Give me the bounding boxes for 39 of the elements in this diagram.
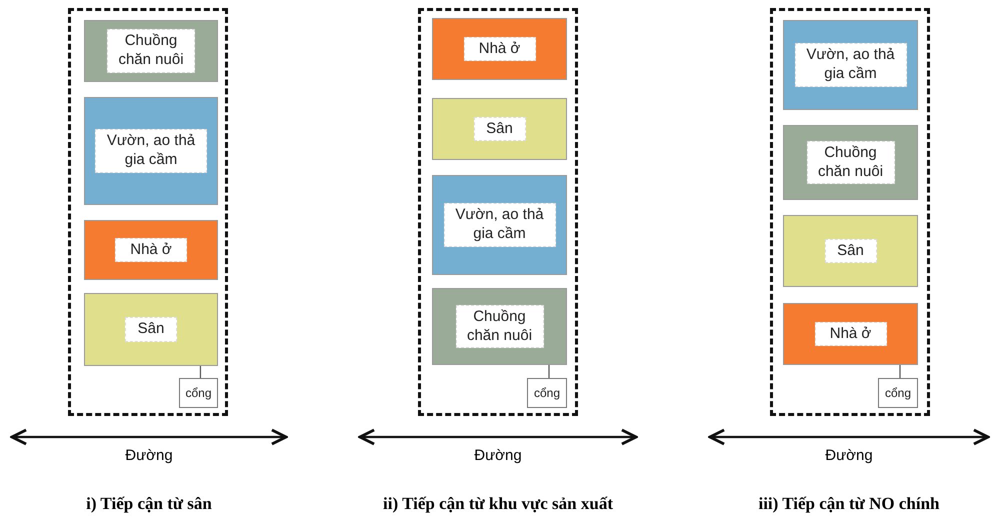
gate-connector [200, 366, 202, 378]
road-label: Đường [124, 447, 174, 464]
panel-caption: ii) Tiếp cận từ khu vực sản xuất [382, 494, 614, 514]
zone-label: Chuồng chăn nuôi [806, 140, 894, 184]
zone-box [84, 220, 218, 280]
gate-box: cổng [179, 378, 218, 408]
gate-box: cổng [527, 378, 567, 408]
lot-boundary [770, 8, 930, 416]
zone-box [432, 18, 567, 80]
zone-label: Chuồng chăn nuôi [456, 304, 544, 348]
zone-box [783, 215, 918, 287]
zone-box [84, 293, 218, 366]
zone-label: Sân [824, 238, 876, 264]
zone-box [84, 20, 218, 82]
road-label: Đường [824, 447, 874, 464]
gate-connector [548, 365, 550, 378]
gate-connector [899, 365, 901, 378]
zone-label: Sân [125, 317, 177, 342]
zone-label: Nhà ở [814, 322, 886, 346]
zone-box [432, 98, 567, 160]
zone-box [432, 175, 567, 275]
zone-label: Vườn, ao thả gia cầm [444, 203, 556, 247]
zone-label: Vườn, ao thả gia cầm [794, 43, 906, 87]
lot-boundary [68, 8, 228, 416]
panel-caption: i) Tiếp cận từ sân [85, 494, 213, 514]
zone-box [84, 97, 218, 205]
lot-boundary [418, 8, 578, 416]
zone-box [783, 303, 918, 365]
zone-label: Chuồng chăn nuôi [107, 29, 195, 73]
zone-label: Sân [474, 116, 526, 142]
gate-box: cổng [878, 378, 918, 408]
zone-label: Nhà ở [464, 36, 536, 62]
zone-box [432, 288, 567, 365]
zone-label: Nhà ở [115, 238, 187, 262]
zone-box [783, 125, 918, 200]
road-label: Đường [473, 447, 523, 464]
zone-box [783, 20, 918, 110]
zone-label: Vườn, ao thả gia cầm [95, 129, 207, 173]
panel-caption: iii) Tiếp cận từ NO chính [757, 494, 941, 514]
